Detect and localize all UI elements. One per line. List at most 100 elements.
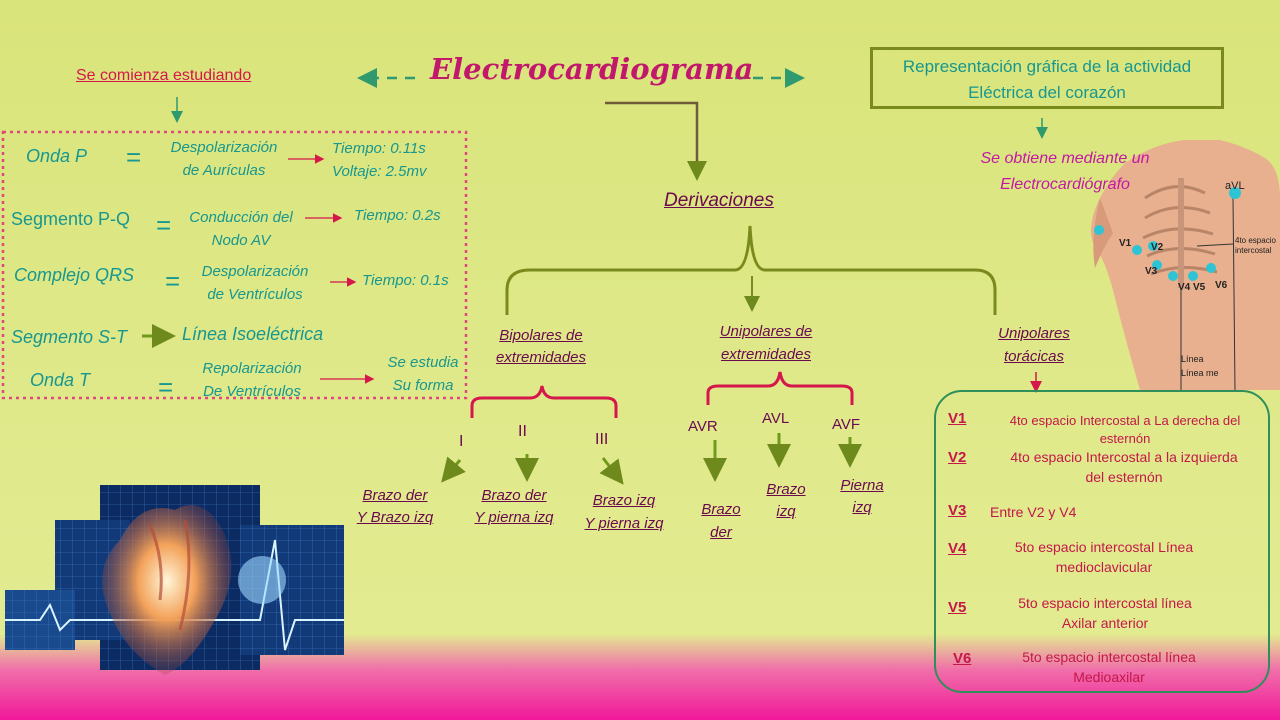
lead-v6-label: V6	[953, 650, 972, 667]
lead-v2-desc1: 4to espacio Intercostal a la izquierda	[1010, 449, 1238, 465]
wave-p-desc2: de Aurículas	[182, 162, 266, 179]
lead-v3-label: V3	[948, 502, 967, 519]
lead-avl-desc1: Brazo	[766, 481, 806, 498]
wave-t-desc2: De Ventrículos	[203, 383, 301, 400]
chest-leads-box	[934, 390, 1270, 693]
qrs-result: Tiempo: 0.1s	[362, 272, 449, 289]
lead-v1-desc: 4to espacio Intercostal a La derecha del…	[984, 412, 1266, 448]
lead-v2-desc: 4to espacio Intercostal a la izquierda d…	[992, 447, 1256, 487]
lead-v6-desc: 5to espacio intercostal línea Medioaxila…	[1004, 647, 1214, 687]
lead-ii-label: II	[518, 423, 527, 440]
torso-label-linea2: Línea me	[1181, 368, 1219, 378]
bipolares-title: Bipolares de extremidades	[480, 325, 602, 369]
page-title: Electrocardiograma	[430, 52, 754, 86]
lead-v4-desc2: medioclavicular	[1055, 559, 1153, 575]
wave-t-res2: Su forma	[392, 377, 454, 394]
equals-sign: =	[165, 266, 181, 296]
qrs-name: Complejo QRS	[14, 265, 135, 285]
unipolares-ext-title2: extremidades	[720, 346, 812, 363]
unipolares-tor-title1: Unipolares	[998, 325, 1070, 342]
segment-st-name: Segmento S-T	[11, 327, 128, 347]
torso-label-v3: V3	[1145, 266, 1158, 277]
lead-avr-label: AVR	[688, 418, 718, 435]
lead-v4-desc: 5to espacio intercostal Línea medioclavi…	[992, 537, 1216, 577]
lead-avf-desc2: izq	[852, 499, 872, 516]
lead-avl-label: AVL	[762, 410, 790, 427]
lead-iii-desc1: Brazo izq	[592, 492, 656, 509]
torso-label-v4v5: V4 V5	[1178, 282, 1206, 293]
lead-v6-desc1: 5to espacio intercostal línea	[1022, 649, 1196, 665]
definition-box: Representación gráfica de la actividad E…	[870, 47, 1224, 109]
wave-p-desc: Despolarización de Aurículas	[160, 136, 288, 182]
segment-pq-desc1: Conducción del	[189, 209, 293, 226]
lead-v3-desc: Entre V2 y V4	[990, 504, 1077, 520]
lead-avr-desc: Brazo der	[692, 498, 750, 544]
bipolares-title2: extremidades	[495, 349, 587, 366]
lead-avf-label: AVF	[832, 416, 861, 433]
waves-box	[1, 130, 468, 400]
intro-label: Se comienza estudiando	[76, 67, 252, 84]
lead-v6-desc2: Medioaxilar	[1073, 669, 1145, 685]
lead-avl-desc2: izq	[776, 503, 796, 520]
torso-label-espacio2: intercostal	[1235, 246, 1272, 255]
torso-label-v2: V2	[1151, 242, 1164, 253]
unipolares-ext-title1: Unipolares de	[719, 323, 813, 340]
torso-label-espacio1: 4to espacio	[1235, 236, 1276, 245]
lead-i-desc1: Brazo der	[362, 487, 428, 504]
lead-iii-label: III	[595, 431, 609, 448]
segment-pq-desc2: Nodo AV	[211, 232, 271, 249]
wave-p-res1: Tiempo: 0.11s	[332, 140, 426, 157]
lead-ii-desc: Brazo der Y pierna izq	[468, 485, 560, 529]
lead-i-desc2: Y Brazo izq	[356, 509, 434, 526]
unipolares-tor-title2: torácicas	[1003, 348, 1065, 365]
qrs-desc2: de Ventrículos	[207, 286, 303, 303]
wave-t-name: Onda T	[30, 370, 91, 390]
lead-avr-desc2: der	[710, 524, 732, 541]
lead-v2-desc2: del esternón	[1085, 469, 1163, 485]
bipolares-title1: Bipolares de	[499, 327, 583, 344]
lead-v5-desc1: 5to espacio intercostal línea	[1018, 595, 1192, 611]
lead-ii-desc1: Brazo der	[481, 487, 547, 504]
torso-label-espacio: 4to espacio intercostal	[1235, 236, 1276, 256]
unipolares-tor-title: Unipolares torácicas	[984, 322, 1084, 368]
wave-t-desc1: Repolarización	[202, 360, 302, 377]
lead-avf-desc: Pierna izq	[832, 475, 892, 519]
lead-v5-desc: 5to espacio intercostal línea Axilar ant…	[1000, 593, 1210, 633]
qrs-desc: Despolarización de Ventrículos	[190, 260, 320, 306]
lead-i-desc: Brazo der Y Brazo izq	[350, 485, 440, 529]
torso-label-v1: V1	[1119, 238, 1132, 249]
torso-label-avl: aVL	[1225, 180, 1245, 192]
wave-p-res2: Voltaje: 2.5mv	[332, 163, 427, 180]
torso-label-linea: Línea Línea me	[1181, 352, 1219, 380]
wave-p-result: Tiempo: 0.11s Voltaje: 2.5mv	[332, 137, 427, 183]
equals-sign: =	[156, 210, 172, 240]
torso-label-v6: V6	[1215, 280, 1228, 291]
wave-t-desc: Repolarización De Ventrículos	[190, 357, 314, 403]
segment-pq-result: Tiempo: 0.2s	[354, 207, 441, 224]
wave-p-name: Onda P	[26, 146, 88, 166]
equals-sign: =	[158, 372, 174, 402]
obtained-text: Se obtiene mediante un Electrocardiógraf…	[960, 146, 1170, 198]
lead-v1-label: V1	[948, 410, 967, 427]
lead-iii-desc: Brazo izq Y pierna izq	[578, 489, 670, 535]
lead-v4-desc1: 5to espacio intercostal Línea	[1014, 539, 1194, 555]
segment-pq-desc: Conducción del Nodo AV	[180, 206, 302, 252]
lead-v1-desc1: 4to espacio Intercostal a La derecha del	[1009, 413, 1241, 428]
derivaciones-heading: Derivaciones	[664, 190, 774, 211]
lead-iii-desc2: Y pierna izq	[584, 515, 664, 532]
segment-pq-name: Segmento P-Q	[11, 209, 131, 229]
lead-avr-desc1: Brazo	[701, 501, 741, 518]
lead-avf-desc1: Pierna	[840, 477, 884, 494]
wave-p-desc1: Despolarización	[170, 139, 278, 156]
lead-avl-desc: Brazo izq	[756, 479, 816, 523]
lead-i-label: I	[459, 433, 464, 450]
wave-t-result: Se estudia Su forma	[380, 351, 466, 397]
lead-v4-label: V4	[948, 540, 967, 557]
unipolares-ext-title: Unipolares de extremidades	[702, 320, 830, 366]
equals-sign: =	[126, 142, 142, 172]
segment-st-desc: Línea Isoeléctrica	[182, 324, 324, 344]
lead-ii-desc2: Y pierna izq	[474, 509, 554, 526]
lead-v5-desc2: Axilar anterior	[1061, 615, 1149, 631]
wave-t-res1: Se estudia	[387, 354, 459, 371]
